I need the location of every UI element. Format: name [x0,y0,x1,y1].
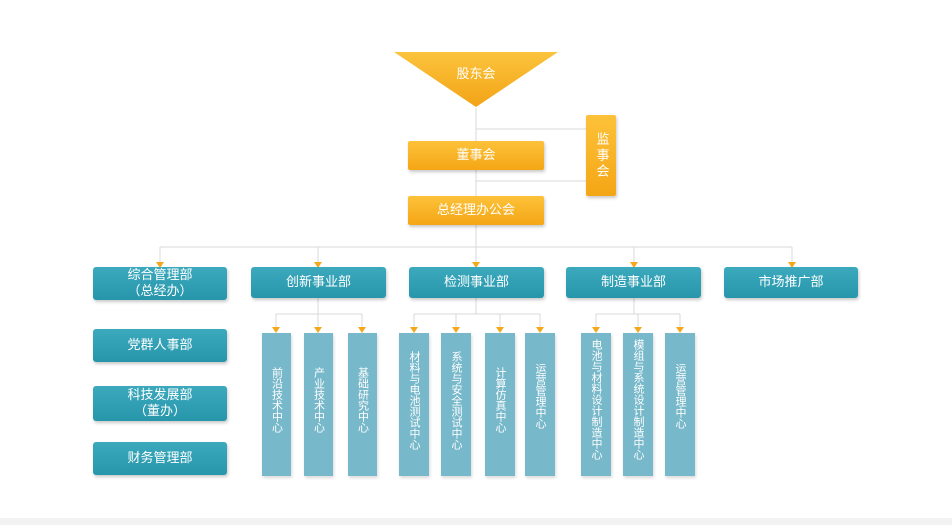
unit-party-hr: 党群人事部 [93,329,227,362]
dept-testing: 检测事业部 [409,267,544,298]
center-frontier-tech: 前沿技术中心 [262,333,291,476]
center-battery-material-manufacturing: 电池与材料设计制造中心 [581,333,611,476]
center-label: 前沿技术中心 [270,367,284,433]
dept-marketing: 市场推广部 [724,267,858,298]
center-basic-research: 基础研究中心 [348,333,377,476]
shareholders-triangle-shape [394,52,558,107]
board-node: 董事会 [408,141,544,170]
center-label: 计算仿真中心 [494,367,507,433]
center-label: 系统与安全测试中心 [450,351,463,450]
shareholders-node: 股东会 [392,50,560,108]
unit-tech-development: 科技发展部 （董办） [93,386,227,421]
dept-innovation: 创新事业部 [251,267,386,298]
center-label: 材料与电池测试中心 [408,351,421,450]
center-label: 运营管理中心 [534,363,547,429]
center-operations-testing: 运营管理中心 [525,333,555,476]
center-computational-simulation: 计算仿真中心 [485,333,515,476]
gm-office-node: 总经理办公会 [408,196,544,225]
supervisory-board-label: 监事会 [593,131,609,180]
dept-general-management: 综合管理部 （总经办） [93,267,227,300]
center-operations-manufacturing: 运营管理中心 [665,333,695,476]
shareholders-label: 股东会 [456,67,496,82]
dept-manufacturing: 制造事业部 [566,267,701,298]
center-module-system-manufacturing: 模组与系统设计制造中心 [623,333,653,476]
center-system-safety-testing: 系统与安全测试中心 [441,333,471,476]
center-industrial-tech: 产业技术中心 [304,333,333,476]
unit-finance: 财务管理部 [93,442,227,475]
center-label: 基础研究中心 [356,367,370,433]
center-label: 运营管理中心 [674,363,687,429]
center-material-battery-testing: 材料与电池测试中心 [399,333,429,476]
center-label: 电池与材料设计制造中心 [590,339,603,460]
center-label: 模组与系统设计制造中心 [632,339,645,460]
center-label: 产业技术中心 [312,367,326,433]
supervisory-board-node: 监事会 [586,115,616,196]
